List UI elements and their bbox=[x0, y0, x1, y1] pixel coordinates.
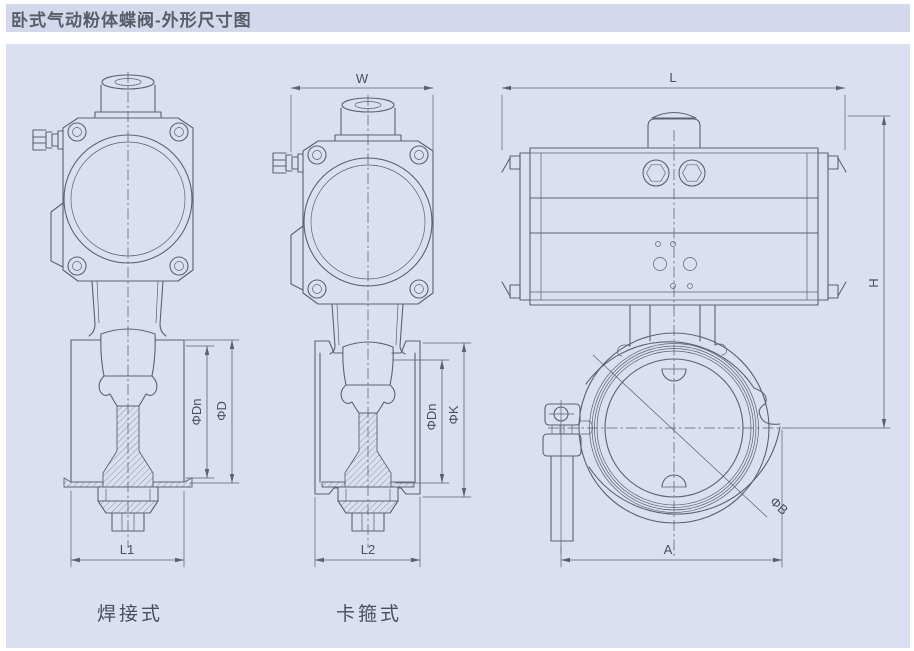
actuator-front-view bbox=[32, 74, 194, 282]
dim-label-h: H bbox=[866, 278, 881, 287]
dim-label-l: L bbox=[669, 70, 676, 85]
dim-label-b: ΦB bbox=[767, 494, 791, 518]
clamp-dimensions: W ΦDn ΦK L2 bbox=[290, 71, 472, 568]
air-fitting-icon bbox=[32, 129, 64, 151]
title-bar: 卧式气动粉体蝶阀-外形尺寸图 bbox=[6, 4, 910, 32]
dim-label-l1: L1 bbox=[120, 542, 134, 557]
dim-label-w: W bbox=[356, 71, 369, 86]
welded-caption: 焊接式 bbox=[97, 603, 163, 625]
butterfly-valve-ring bbox=[542, 130, 790, 556]
air-port-icons bbox=[642, 159, 706, 187]
dim-label-k: ΦK bbox=[446, 405, 461, 424]
dim-label-l2: L2 bbox=[361, 542, 375, 557]
dim-label-d-welded: ΦD bbox=[214, 401, 229, 421]
welded-dimensions: ΦDn ΦD L1 bbox=[70, 339, 240, 568]
side-dimensions: L H ΦB A bbox=[501, 70, 891, 568]
page-title: 卧式气动粉体蝶阀-外形尺寸图 bbox=[11, 10, 252, 30]
dim-label-dn-clamp: ΦDn bbox=[424, 404, 439, 431]
dim-label-a: A bbox=[664, 542, 673, 557]
side-view: L H ΦB A bbox=[501, 70, 891, 568]
clamp-view: W ΦDn ΦK L2 卡箍式 bbox=[272, 71, 472, 625]
welded-valve-body bbox=[63, 72, 193, 548]
clamp-lug-and-handle bbox=[542, 399, 593, 554]
welded-view: ΦDn ΦD L1 焊接式 bbox=[32, 72, 240, 625]
drawing-panel bbox=[6, 44, 910, 648]
clamp-valve-body bbox=[314, 95, 421, 548]
clamp-caption: 卡箍式 bbox=[336, 603, 402, 625]
dim-label-dn-welded: ΦDn bbox=[189, 399, 204, 426]
